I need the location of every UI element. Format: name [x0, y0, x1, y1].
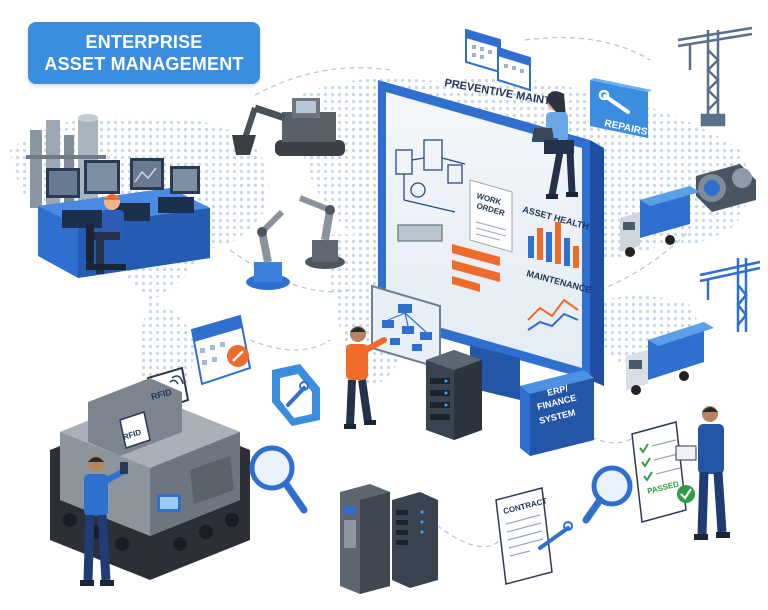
excavator-icon [232, 98, 345, 156]
wrench-tile-icon [272, 364, 320, 426]
robotic-arm-icon [246, 195, 345, 290]
magnifier-icon [249, 445, 308, 514]
maintenance-chart [527, 298, 579, 331]
title-badge: ENTERPRISE ASSET MANAGEMENT [28, 22, 260, 84]
work-order-document [469, 179, 513, 253]
magnifier-icon [582, 465, 633, 524]
maintenance-calendar-icon [190, 314, 252, 386]
truck-icon [620, 186, 700, 257]
truck-icon [626, 322, 714, 395]
generator-icon [696, 164, 756, 212]
monitor-icon [46, 158, 200, 198]
title-line-2: ASSET MANAGEMENT [44, 54, 244, 74]
inspector-person [675, 406, 730, 540]
server-rack-icon [426, 350, 482, 440]
control-room-operator [26, 114, 210, 278]
asset-health-chart [528, 222, 579, 268]
inspection-checklist [631, 421, 695, 523]
industrial-machine [50, 378, 250, 580]
repairs-tile [590, 78, 652, 138]
analyst-with-flowchart [344, 284, 441, 429]
calendar-icon [465, 28, 531, 92]
server-cabinet-icon [340, 484, 438, 594]
contract-document [495, 487, 573, 585]
title-line-1: ENTERPRISE [85, 32, 203, 52]
crane-icon [677, 26, 753, 127]
schematic-diagram [395, 139, 466, 242]
worker-with-scanner [80, 456, 128, 586]
technician-with-laptop [532, 91, 578, 199]
crane-icon [699, 258, 761, 332]
erp-finance-system-box [520, 370, 594, 456]
